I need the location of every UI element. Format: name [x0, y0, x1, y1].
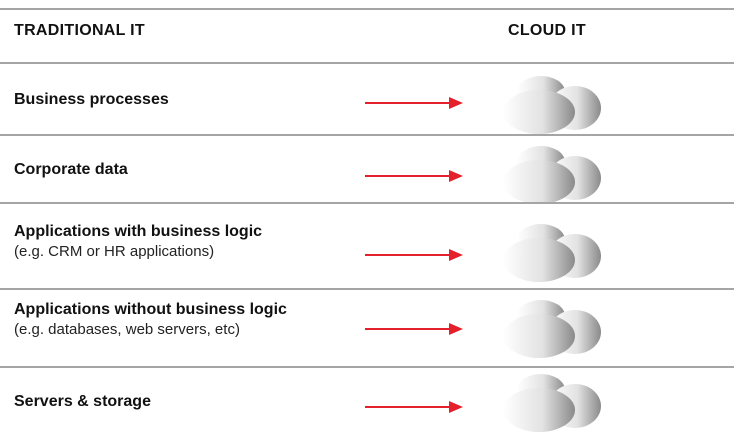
cloud-icon [503, 374, 601, 432]
row-label: Applications with business logic (e.g. C… [14, 222, 262, 261]
cloud-icon [503, 224, 601, 282]
row-label: Applications without business logic (e.g… [14, 300, 287, 339]
row-corporate-data: Corporate data [0, 134, 734, 204]
red-arrow-icon [365, 170, 463, 182]
cloud-icon [503, 300, 601, 358]
header-traditional-it: TRADITIONAL IT [14, 22, 146, 39]
row-separator [0, 134, 734, 136]
row-business-processes: Business processes [0, 62, 734, 134]
header-cloud-it: CLOUD IT [508, 22, 586, 39]
row-label: Corporate data [14, 160, 128, 180]
row-applications-with-business-logic: Applications with business logic (e.g. C… [0, 202, 734, 288]
row-separator [0, 202, 734, 204]
row-label: Business processes [14, 90, 169, 110]
row-separator [0, 62, 734, 64]
row-separator [0, 366, 734, 368]
row-title: Corporate data [14, 161, 128, 178]
red-arrow-icon [365, 97, 463, 109]
red-arrow-icon [365, 401, 463, 413]
row-label: Servers & storage [14, 392, 151, 412]
cloud-icon [503, 146, 601, 204]
red-arrow-icon [365, 323, 463, 335]
row-subtitle: (e.g. CRM or HR applications) [14, 243, 215, 260]
row-title: Applications without business logic [14, 301, 287, 318]
row-title: Servers & storage [14, 393, 151, 410]
row-applications-without-business-logic: Applications without business logic (e.g… [0, 288, 734, 366]
cloud-icon [503, 76, 601, 134]
row-subtitle: (e.g. databases, web servers, etc) [14, 321, 240, 338]
row-title: Applications with business logic [14, 223, 263, 240]
top-rule [0, 8, 734, 10]
row-title: Business processes [14, 91, 169, 108]
red-arrow-icon [365, 249, 463, 261]
row-separator [0, 288, 734, 290]
row-servers-storage: Servers & storage [0, 366, 734, 435]
